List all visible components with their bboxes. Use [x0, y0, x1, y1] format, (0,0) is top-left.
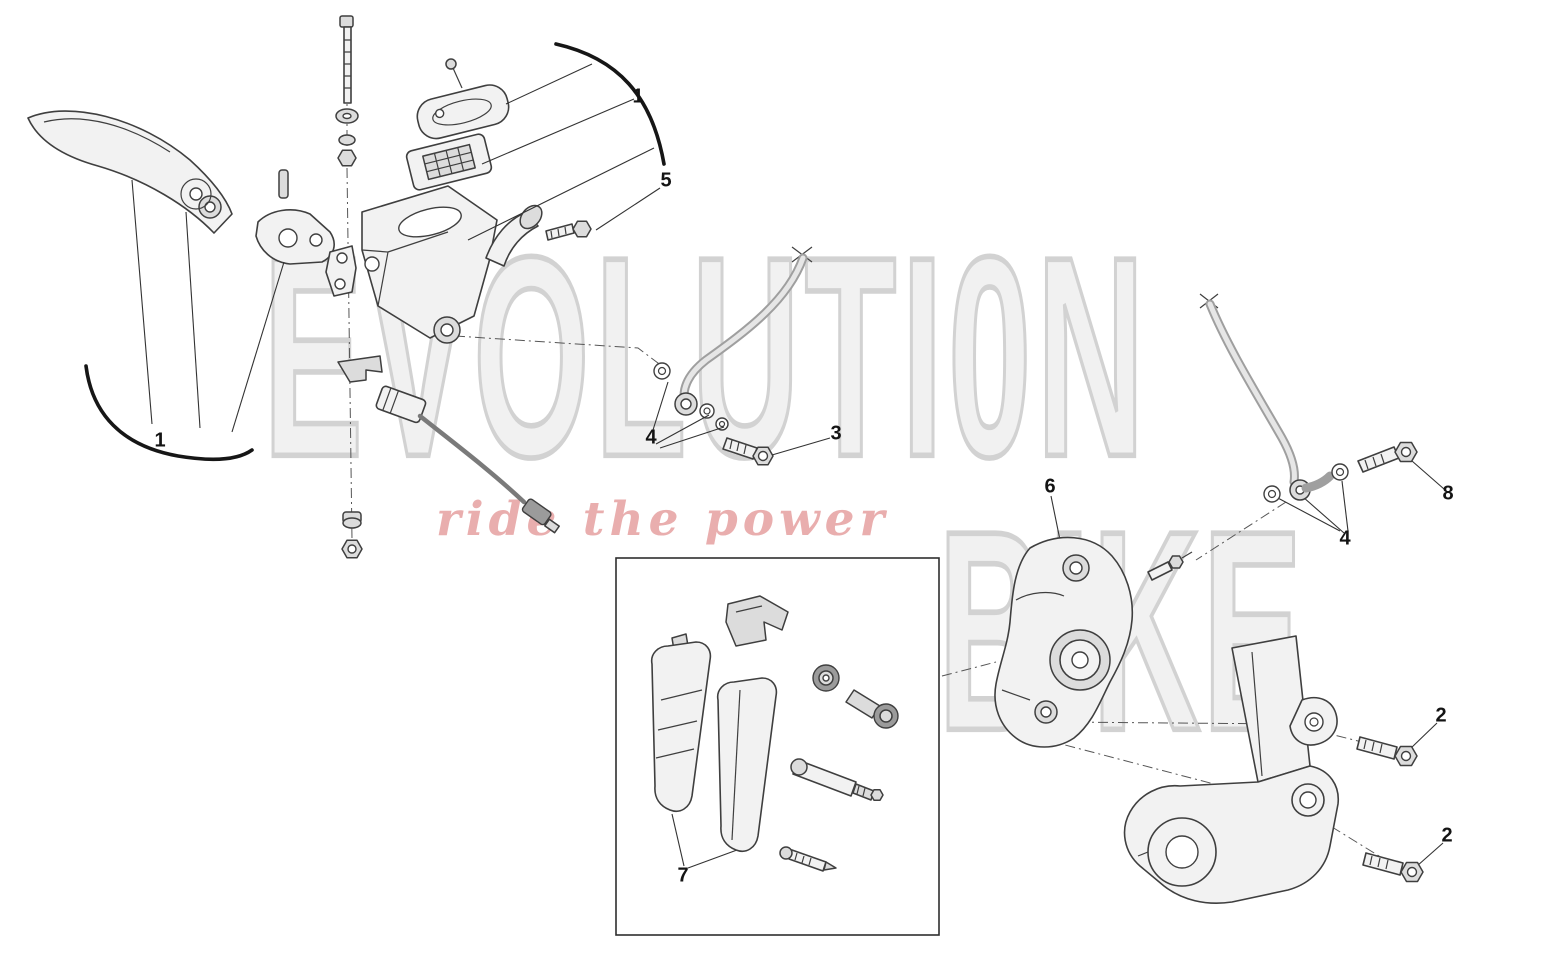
brake-switch: [337, 355, 560, 534]
brake-pad-left: [650, 633, 712, 812]
caliper-brake-hose: [1199, 293, 1335, 501]
reservoir-cap: [416, 84, 510, 140]
mounting-bolt: [335, 15, 359, 167]
watermark-tagline: ride the power: [436, 492, 890, 547]
callout-leader-lines: [131, 63, 1445, 869]
callout-1-left: 1: [154, 429, 166, 452]
pad-pin: [790, 758, 884, 801]
banjo-bolt-8: [1357, 441, 1418, 473]
piston-seal: [812, 664, 840, 692]
lever-perch: [255, 169, 335, 265]
grouping-brackets: [84, 42, 666, 462]
fork-leg: [1123, 635, 1339, 905]
banjo-bolt-3: [722, 437, 774, 466]
pads-kit-box: [615, 557, 940, 936]
bleed-valve: [1147, 551, 1193, 581]
callout-4-right: 4: [1339, 527, 1351, 550]
callout-6: 6: [1044, 475, 1056, 498]
callout-8: 8: [1442, 482, 1454, 505]
cap-screw: [445, 58, 463, 89]
reservoir-membrane: [405, 133, 493, 191]
callout-3: 3: [830, 422, 842, 445]
banjo-washers-right: [1263, 463, 1349, 503]
caliper-bolt-upper: [1356, 736, 1418, 767]
pad-bolt: [845, 689, 899, 729]
brake-lever: [27, 110, 233, 234]
brake-caliper: [994, 536, 1134, 748]
master-cylinder-body: [361, 185, 498, 344]
callout-7: 7: [677, 864, 689, 887]
callout-4-left: 4: [645, 426, 657, 449]
handlebar-clamp: [325, 245, 357, 297]
callout-5: 5: [660, 169, 672, 192]
pad-spring-clip: [725, 595, 789, 647]
banjo-washers-left: [653, 362, 729, 431]
front-brake-hose: [674, 246, 813, 416]
screw-5: [545, 220, 592, 241]
callout-1-top: 1: [632, 85, 644, 108]
callout-2-lower: 2: [1441, 824, 1453, 847]
caliper-bolt-lower: [1362, 852, 1424, 883]
callout-2-upper: 2: [1435, 704, 1447, 727]
brake-pad-right: [716, 677, 778, 852]
bleed-screw-small: [779, 846, 837, 872]
bushing-and-nut: [341, 511, 363, 559]
